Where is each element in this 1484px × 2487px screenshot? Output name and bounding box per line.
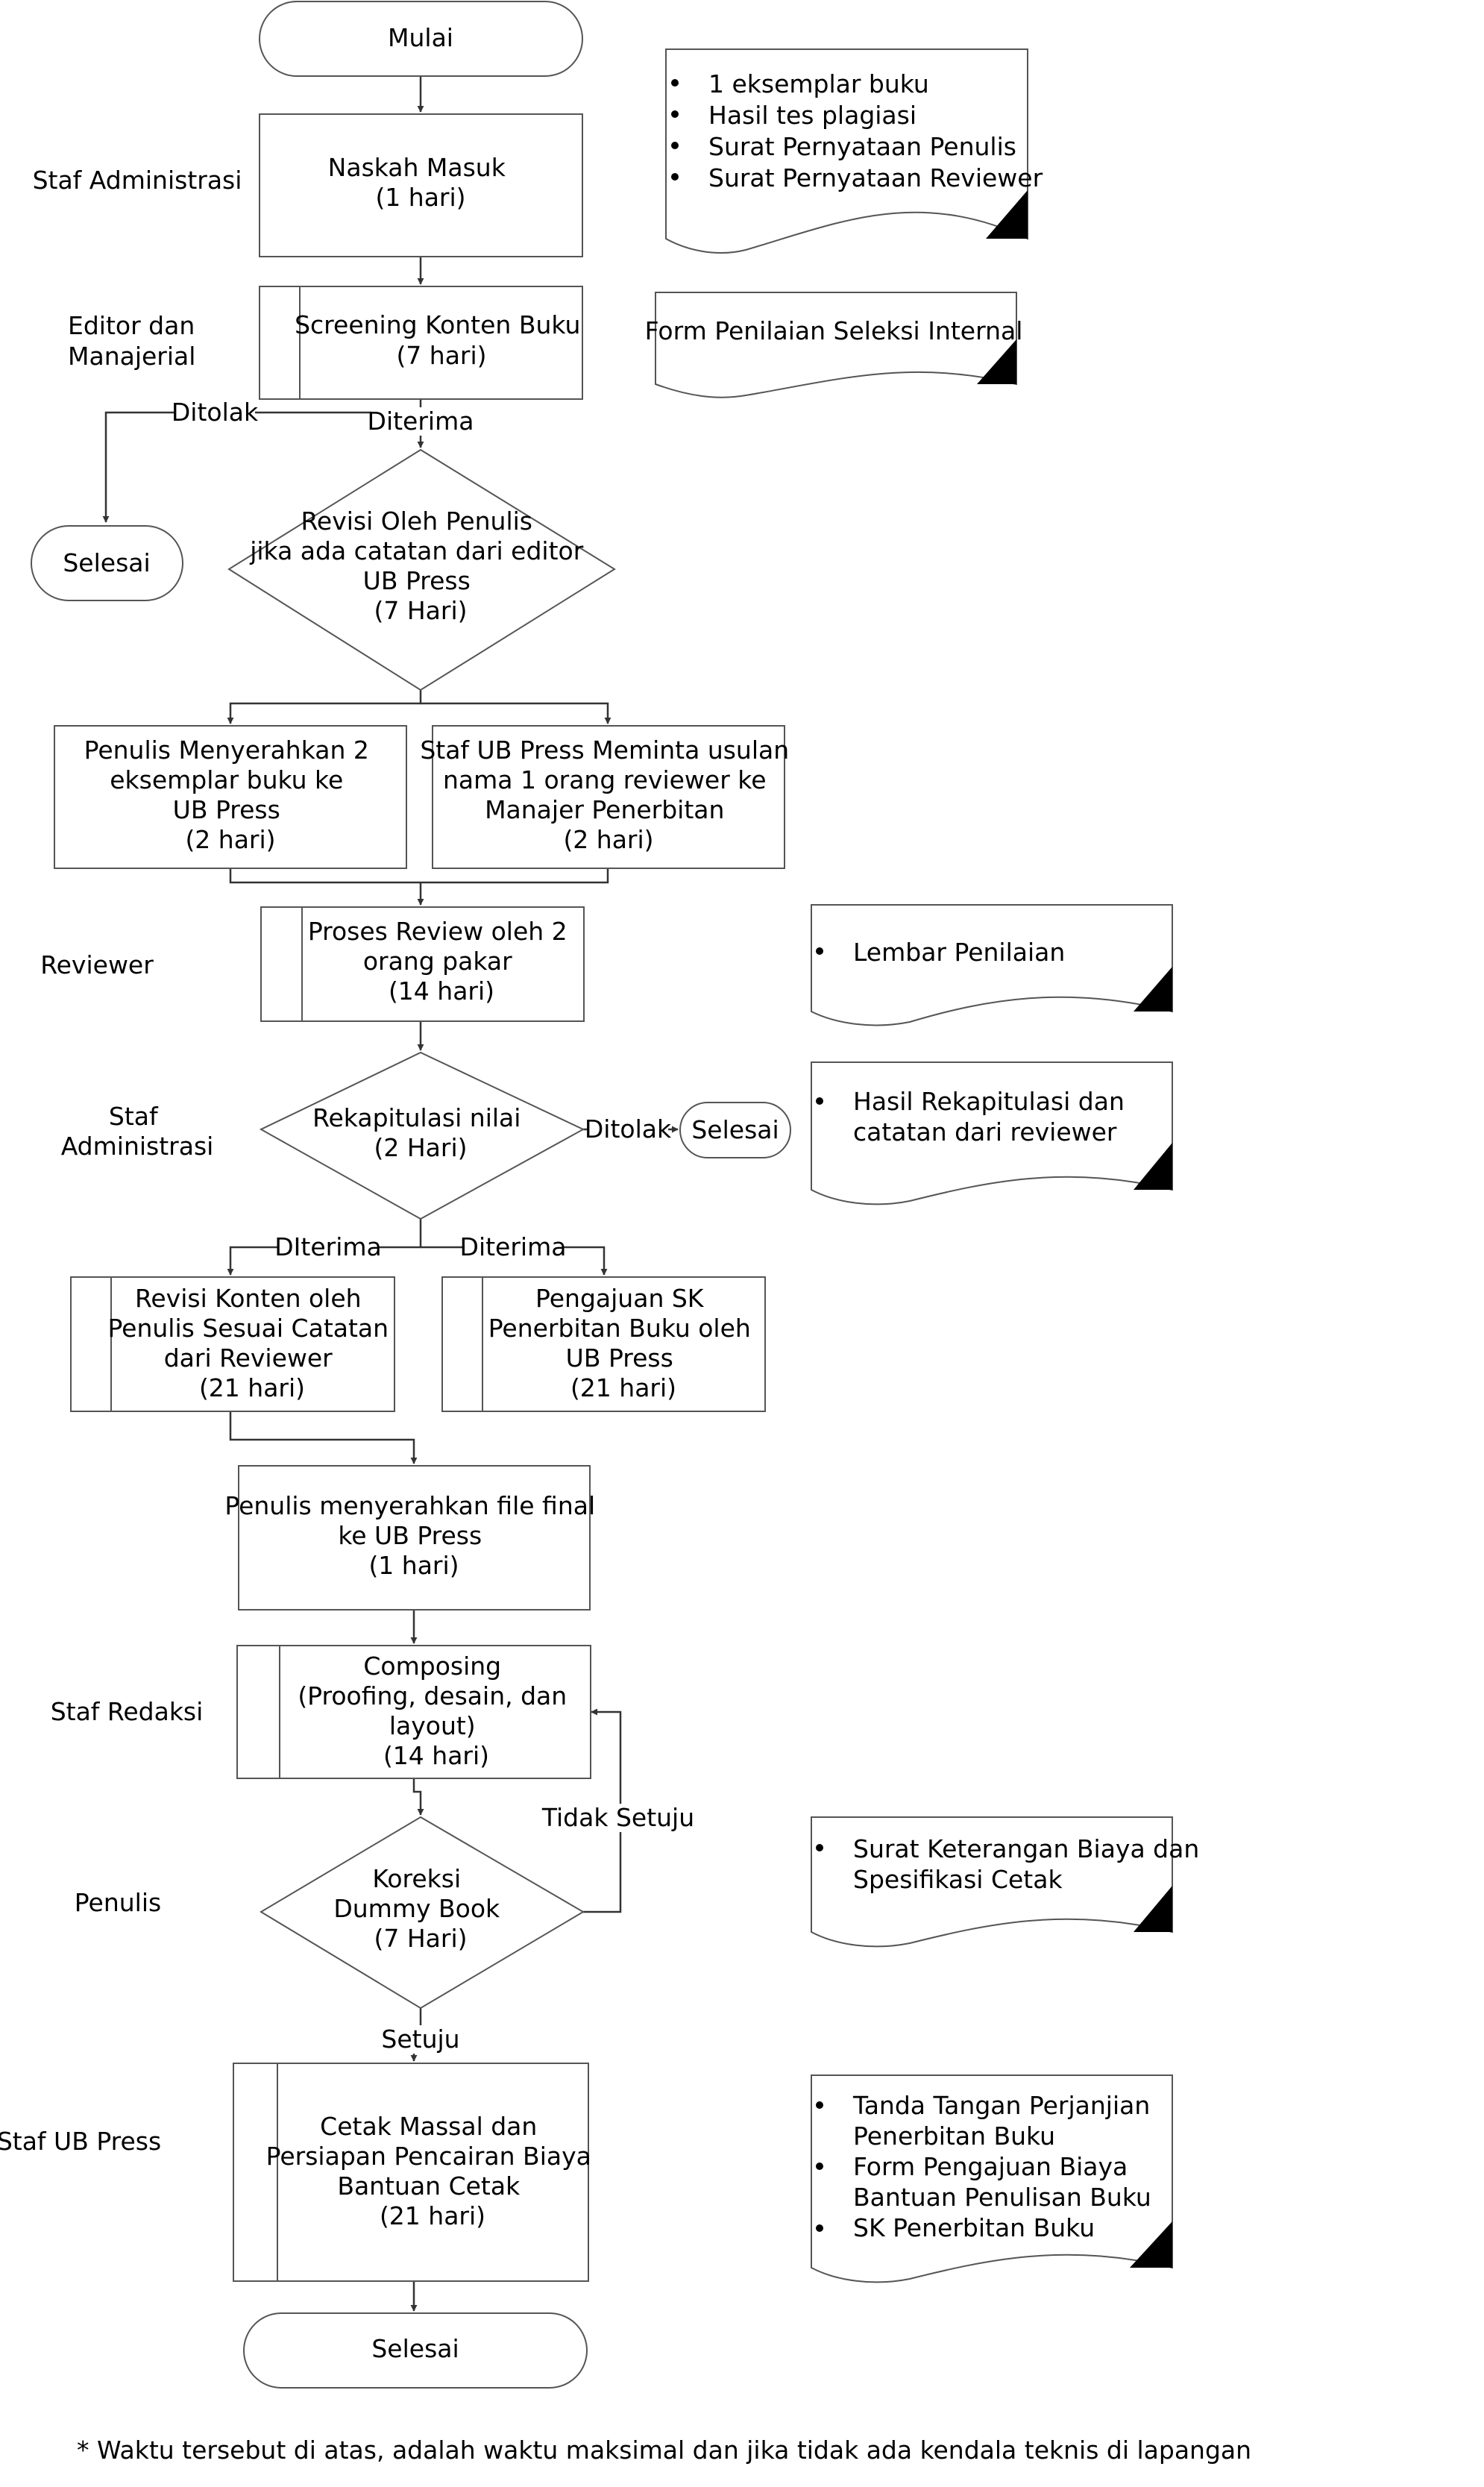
role-staf-administrasi-2: Staf Administrasi (61, 1102, 214, 1161)
label-setuju: Setuju (381, 2025, 459, 2054)
edge-screening-ditolak (102, 411, 421, 523)
process-label: Revisi Konten oleh Penulis Sesuai Catata… (107, 1284, 396, 1402)
process-penulis-menyerahkan: Penulis Menyerahkan 2 eksemplar buku ke … (54, 725, 407, 869)
end-node-2: Selesai (679, 1102, 791, 1158)
document-text: Surat Keterangan Biaya dan Spesifikasi C… (853, 1834, 1207, 1894)
end-node-label: Selesai (691, 1115, 779, 1144)
process-label: Proses Review oleh 2 orang pakar (14 har… (308, 917, 575, 1006)
process-label: Pengajuan SK Penerbitan Buku oleh UB Pre… (488, 1284, 759, 1402)
role-reviewer: Reviewer (40, 950, 154, 979)
process-label: Composing (Proofing, desain, dan layout)… (298, 1652, 574, 1770)
subprocess-proses-review: Proses Review oleh 2 orang pakar (14 har… (260, 906, 585, 1022)
end-node-3: Selesai (243, 2312, 588, 2389)
document-5: Surat Keterangan Biaya dan Spesifikasi C… (811, 1816, 1207, 1948)
process-label: Screening Konten Buku (7 hari) (295, 310, 588, 370)
end-node-label: Selesai (371, 2334, 459, 2363)
process-label: Cetak Massal dan Persiapan Pencairan Bia… (266, 2112, 600, 2230)
process-label: Penulis menyerahkan file final ke UB Pre… (224, 1491, 603, 1580)
role-penulis: Penulis (75, 1888, 161, 1917)
subprocess-screening: Screening Konten Buku (7 hari) (259, 286, 588, 400)
edge-revisi-final (229, 1411, 418, 1464)
process-label: Staf UB Press Meminta usulan nama 1 oran… (420, 736, 796, 854)
decision-label: Rekapitulasi nilai (2 Hari) (312, 1103, 529, 1162)
role-staf-ub-press: Staf UB Press (0, 2127, 161, 2156)
subprocess-pengajuan-sk: Pengajuan SK Penerbitan Buku oleh UB Pre… (441, 1276, 766, 1412)
edge-revisi-split-left (227, 690, 422, 724)
subprocess-cetak-massal: Cetak Massal dan Persiapan Pencairan Bia… (233, 2063, 600, 2282)
decision-label: Revisi Oleh Penulis jika ada catatan dar… (249, 507, 591, 625)
role-staf-redaksi: Staf Redaksi (51, 1697, 204, 1726)
label-ditolak-2: Ditolak (585, 1114, 672, 1144)
decision-koreksi: Koreksi Dummy Book (7 Hari) (260, 1816, 585, 2010)
label-tidak-setuju: Tidak Setuju (541, 1803, 694, 1832)
process-label: Naskah Masuk (1 hari) (328, 153, 514, 212)
document-2: Form Penilaian Seleksi Internal (645, 292, 1023, 398)
label-diterima-left: DIterima (274, 1232, 382, 1261)
document-3: Lembar Penilaian (811, 904, 1173, 1026)
document-4: Hasil Rekapitulasi dan catatan dari revi… (811, 1061, 1173, 1205)
document-text: Tanda Tangan Perjanjian Penerbitan Buku … (852, 2091, 1159, 2242)
footnote: * Waktu tersebut di atas, adalah waktu m… (77, 2436, 1251, 2465)
subprocess-composing: Composing (Proofing, desain, dan layout)… (236, 1645, 591, 1779)
end-node-label: Selesai (63, 548, 150, 577)
process-staf-meminta-reviewer: Staf UB Press Meminta usulan nama 1 oran… (420, 725, 796, 869)
document-text: Form Penilaian Seleksi Internal (645, 316, 1023, 345)
edge-revisi-split-right (421, 702, 611, 724)
edge-labels: Ditolak Diterima Ditolak DIterima Diteri… (172, 398, 694, 2054)
process-label: Penulis Menyerahkan 2 eksemplar buku ke … (84, 736, 377, 854)
label-diterima-right: Diterima (460, 1232, 567, 1261)
subprocess-revisi-konten: Revisi Konten oleh Penulis Sesuai Catata… (70, 1276, 396, 1412)
role-editor-manajerial: Editor dan Manajerial (68, 311, 203, 371)
edge-composing-koreksi (412, 1778, 424, 1816)
document-1: 1 eksemplar buku Hasil tes plagiasi Sura… (665, 48, 1043, 254)
document-text: Lembar Penilaian (853, 938, 1065, 967)
start-node-label: Mulai (388, 23, 453, 52)
document-6: Tanda Tangan Perjanjian Penerbitan Buku … (811, 2074, 1173, 2283)
process-naskah-masuk: Naskah Masuk (1 hari) (259, 113, 583, 257)
process-file-final: Penulis menyerahkan file final ke UB Pre… (224, 1465, 603, 1611)
document-text: 1 eksemplar buku Hasil tes plagiasi Sura… (708, 69, 1043, 192)
end-node-1: Selesai (31, 525, 183, 601)
start-node: Mulai (259, 1, 583, 77)
document-text: Hasil Rekapitulasi dan catatan dari revi… (853, 1087, 1132, 1147)
label-diterima-1: Diterima (368, 407, 474, 436)
label-ditolak-1: Ditolak (172, 398, 259, 427)
role-staf-administrasi: Staf Administrasi (33, 166, 242, 195)
decision-revisi-penulis: Revisi Oleh Penulis jika ada catatan dar… (227, 448, 616, 691)
decision-label: Koreksi Dummy Book (7 Hari) (333, 1864, 507, 1953)
edge-merge-review (229, 868, 609, 905)
role-labels: Staf Administrasi Editor dan Manajerial … (0, 166, 242, 2156)
decision-rekapitulasi: Rekapitulasi nilai (2 Hari) (259, 1051, 585, 1220)
